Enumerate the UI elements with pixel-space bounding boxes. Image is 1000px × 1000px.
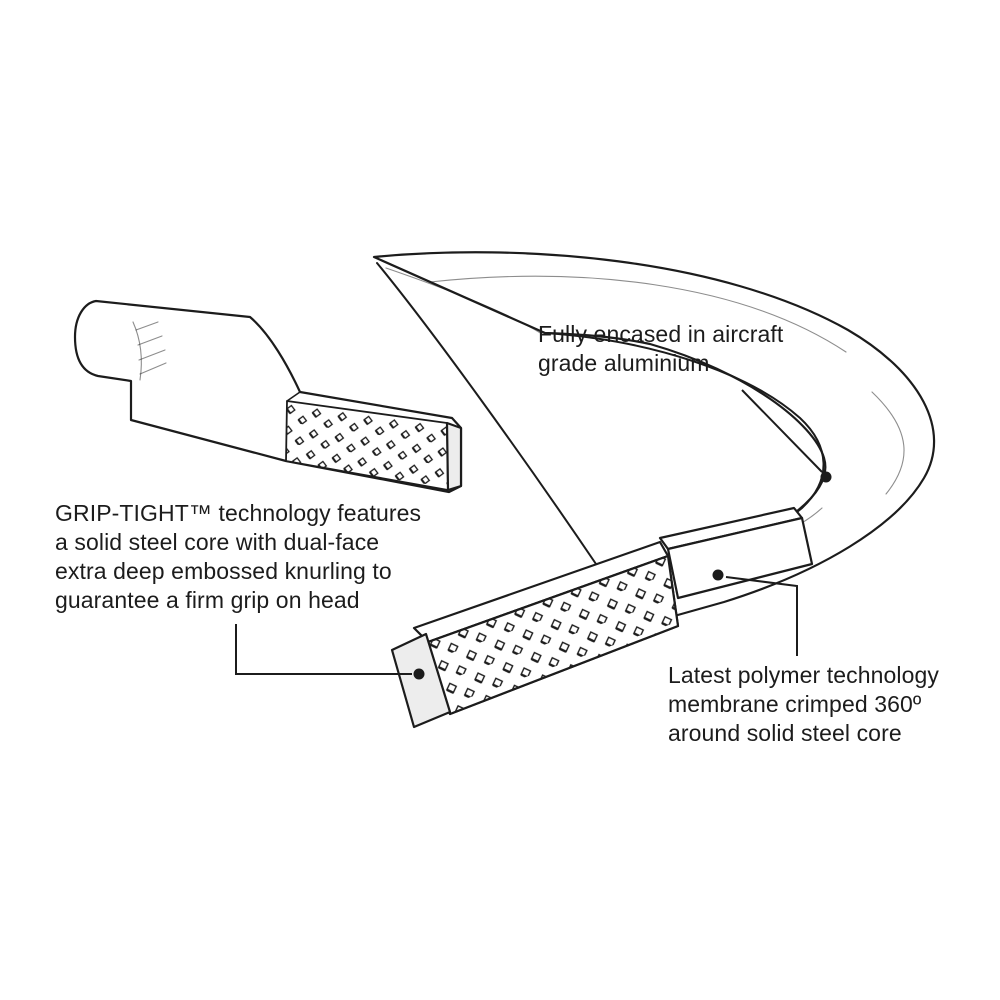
annotation-aluminium: Fully encased in aircraft grade aluminiu… bbox=[538, 320, 783, 378]
annotation-griptight: GRIP-TIGHT™ technology features a solid … bbox=[55, 499, 421, 615]
callout-griptight-line bbox=[235, 624, 412, 675]
interior-edge bbox=[376, 262, 597, 565]
flat-bar-chamfer-edge bbox=[286, 391, 301, 402]
annotation-griptight-line-2: a solid steel core with dual-face bbox=[55, 529, 380, 555]
annotation-griptight-line-1: GRIP-TIGHT™ technology features bbox=[55, 500, 422, 526]
annotation-polymer: Latest polymer technology membrane crimp… bbox=[668, 661, 939, 748]
band-highlight-right bbox=[871, 391, 905, 495]
band-highlight-top bbox=[429, 275, 847, 353]
polymer-front-face bbox=[666, 516, 814, 600]
annotation-aluminium-line-1: Fully encased in aircraft bbox=[538, 321, 784, 347]
callout-polymer-line bbox=[725, 576, 798, 656]
band-cut-face-line bbox=[385, 267, 543, 335]
callout-aluminium-line bbox=[741, 389, 823, 473]
callout-aluminium-dot bbox=[820, 471, 832, 483]
callout-polymer bbox=[712, 569, 798, 656]
flat-bar-end-face bbox=[445, 421, 463, 492]
callout-aluminium bbox=[741, 389, 832, 483]
polymer-segment bbox=[658, 506, 814, 600]
flat-bar-hatching bbox=[135, 321, 167, 375]
callout-polymer-dot bbox=[712, 569, 724, 581]
annotation-polymer-line-1: Latest polymer technology bbox=[668, 662, 939, 688]
annotation-aluminium-line-2: grade aluminium bbox=[538, 350, 710, 376]
steel-core-bar bbox=[390, 540, 680, 729]
annotation-polymer-line-3: around solid steel core bbox=[668, 720, 902, 746]
annotation-polymer-line-2: membrane crimped 360º bbox=[668, 691, 922, 717]
flat-bar-piece bbox=[73, 299, 463, 494]
core-end-face bbox=[390, 632, 452, 729]
annotation-griptight-line-3: extra deep embossed knurling to bbox=[55, 558, 392, 584]
callout-griptight-dot bbox=[413, 668, 425, 680]
callout-griptight bbox=[235, 624, 425, 680]
annotation-griptight-line-4: guarantee a firm grip on head bbox=[55, 587, 360, 613]
flat-bar-cap-contour bbox=[132, 321, 142, 381]
